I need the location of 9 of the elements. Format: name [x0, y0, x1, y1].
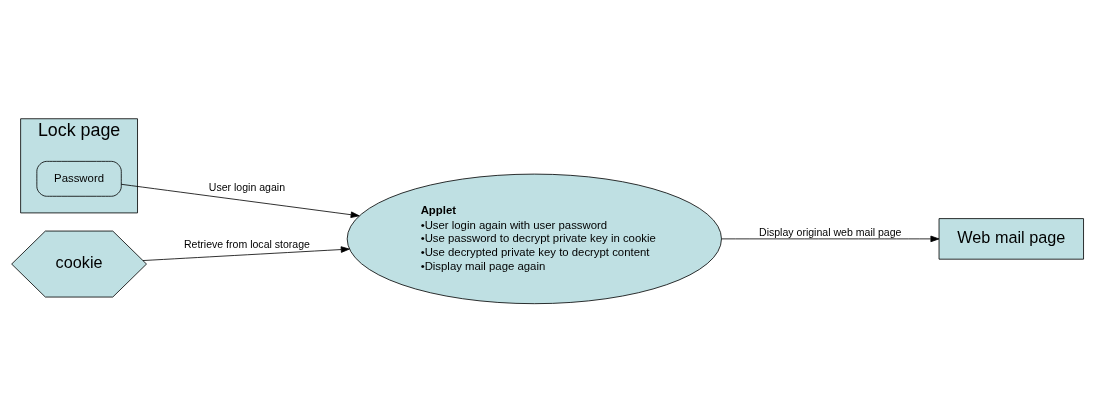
- node-box: Web mail page: [938, 217, 1084, 260]
- arrow: [721, 235, 940, 242]
- node-box: Password: [36, 160, 122, 197]
- edge-label: Retrieve from local storage: [183, 237, 310, 250]
- node-ellipse: Applet •User login again with user password •Use password to decrypt private key in cookie •Use decrypted private key to decrypt content •Display mail page again: [346, 173, 722, 304]
- arrow: [120, 183, 360, 218]
- arrow: [142, 245, 350, 261]
- edge-label: User login again: [208, 180, 286, 193]
- edge-label: Display original web mail page: [759, 225, 902, 238]
